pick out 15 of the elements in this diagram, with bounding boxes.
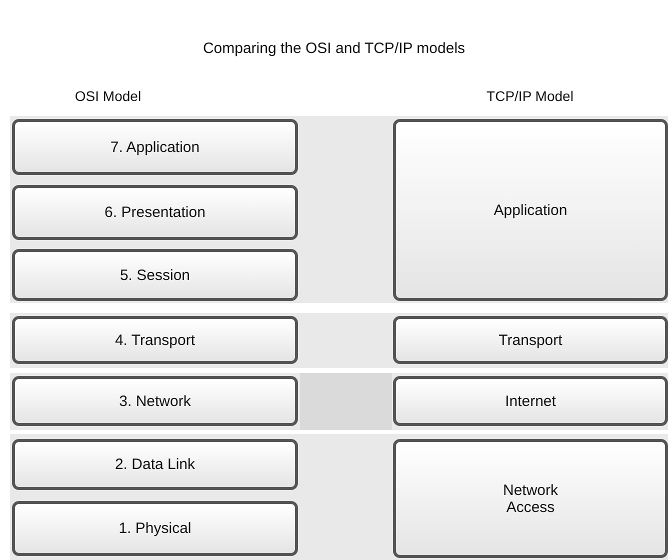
layer-box: Transport <box>393 316 668 364</box>
layer-box: 1. Physical <box>12 501 298 556</box>
layer-box <box>393 439 668 558</box>
layer-box: Internet <box>393 376 668 426</box>
layer-box: 5. Session <box>12 249 298 301</box>
layer-box: Application <box>393 119 668 301</box>
column-heading: TCP/IP Model <box>486 88 574 104</box>
title: Comparing the OSI and TCP/IP models <box>202 40 466 57</box>
layer-box: 6. Presentation <box>12 185 298 240</box>
layer-box: 7. Application <box>12 119 298 175</box>
layer-box: 3. Network <box>12 376 298 426</box>
layer-label: Network Access <box>502 480 559 518</box>
layer-box: 2. Data Link <box>12 439 298 490</box>
column-heading: OSI Model <box>74 88 142 104</box>
layer-box: 4. Transport <box>12 316 298 364</box>
